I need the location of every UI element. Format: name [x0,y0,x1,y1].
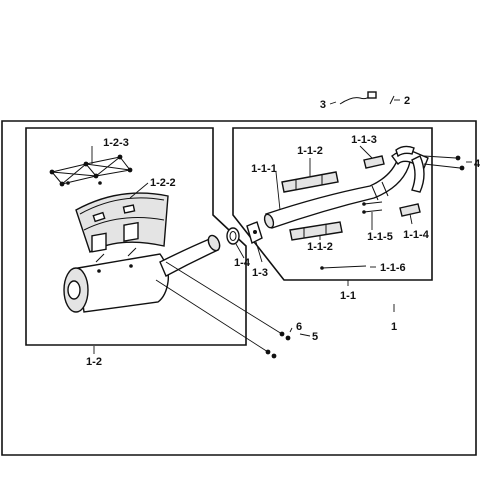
leader-lines [91,99,472,354]
label-3: 3 [320,99,326,111]
label-1-1-6: 1-1-6 [380,262,406,274]
pipe-frame [232,127,433,281]
label-1-1-3: 1-1-3 [351,134,377,146]
label-6: 6 [296,321,302,333]
part-1-1-4-bracket [399,203,421,217]
muffler-inlet-pipe [159,234,221,277]
part-1-2-3-bracket [49,154,133,187]
part-1-1-5-bolts [362,201,383,214]
part-1-1-6-rod [320,265,367,270]
label-1-1: 1-1 [340,290,356,302]
muffler-frame [25,127,247,346]
part-1-3-clamp [246,221,263,245]
label-1-2-3: 1-2-3 [103,137,129,149]
part-1-1-3-sleeve [363,155,385,169]
label-2: 2 [404,95,410,107]
part-3-sensor [339,91,377,105]
label-1: 1 [391,321,397,333]
label-1-2-2: 1-2-2 [150,177,176,189]
label-4: 4 [474,158,480,170]
label-1-3: 1-3 [252,267,268,279]
label-1-1-4: 1-1-4 [403,229,430,241]
part-2-clip [389,95,395,105]
part-1-1-2-guard-upper [281,171,339,193]
label-1-1-2-upper: 1-1-2 [297,145,323,157]
part-1-1-2-guard-lower [289,221,343,241]
muffler-body [63,221,170,313]
part-labels: 1-2-3 1-2-2 1-2 1-4 1-3 1-1-1 1-1-2 1-1-… [86,95,480,368]
part-1-1-1-header-pipe [263,145,429,229]
part-5-6-fasteners [155,261,291,359]
label-1-1-2-lower: 1-1-2 [307,241,333,253]
label-5: 5 [312,331,318,343]
label-1-1-5: 1-1-5 [367,231,393,243]
label-1-2: 1-2 [86,356,102,368]
part-1-2-2-heat-shield [75,192,169,254]
label-1-1-1: 1-1-1 [251,163,277,175]
outer-frame [1,120,477,456]
label-1-4: 1-4 [234,257,251,269]
part-1-4-gasket [226,227,240,245]
part-4-nuts [423,155,465,171]
